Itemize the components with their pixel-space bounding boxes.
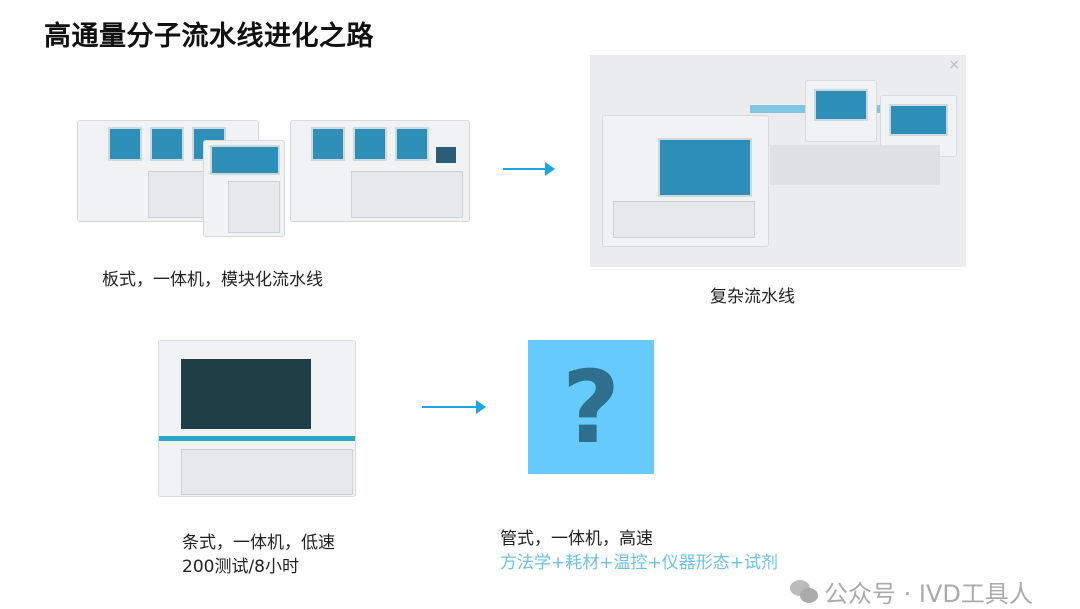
arrow-right-icon (422, 400, 486, 414)
tube-caption-line1: 管式，一体机，高速 (500, 529, 653, 549)
page-title: 高通量分子流水线进化之路 (44, 21, 374, 52)
strip-instrument-image (158, 330, 358, 500)
tube-caption-line2: 方法学+耗材+温控+仪器形态+试剂 (500, 553, 778, 573)
strip-caption-line2: 200测试/8小时 (182, 557, 299, 577)
strip-caption-line1: 条式，一体机，低速 (182, 533, 335, 553)
plate-modular-line-image (75, 110, 475, 240)
plate-caption: 板式，一体机，模块化流水线 (102, 270, 323, 290)
watermark-text: 公众号 · IVD工具人 (824, 580, 1033, 608)
question-mark-box: ? (528, 340, 654, 474)
close-icon[interactable]: × (948, 57, 960, 73)
complex-caption: 复杂流水线 (710, 287, 795, 307)
complex-line-image: × (590, 55, 966, 267)
arrow-right-icon (503, 162, 555, 176)
wechat-icon (790, 579, 818, 604)
watermark: 公众号 · IVD工具人 (790, 574, 1033, 609)
